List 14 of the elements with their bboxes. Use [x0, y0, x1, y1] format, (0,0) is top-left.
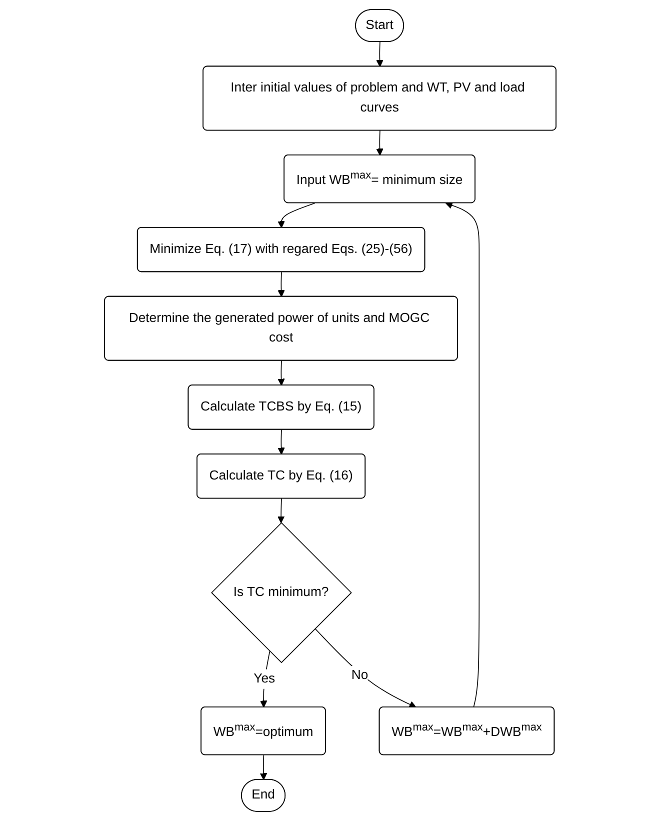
arrow: [446, 202, 480, 708]
edge-label: No: [352, 668, 368, 682]
edge-label: Yes: [254, 672, 276, 686]
arrow: [376, 130, 384, 156]
node-diamond: Is TC minimum?: [211, 522, 352, 664]
arrow: [314, 628, 416, 708]
arrow: [260, 650, 270, 708]
arrow: [278, 360, 286, 386]
arrow: [278, 429, 286, 455]
arrow: [376, 42, 384, 67]
arrow: [260, 754, 268, 780]
arrow: [278, 202, 316, 228]
arrow: [278, 498, 285, 524]
arrow: [278, 272, 286, 298]
